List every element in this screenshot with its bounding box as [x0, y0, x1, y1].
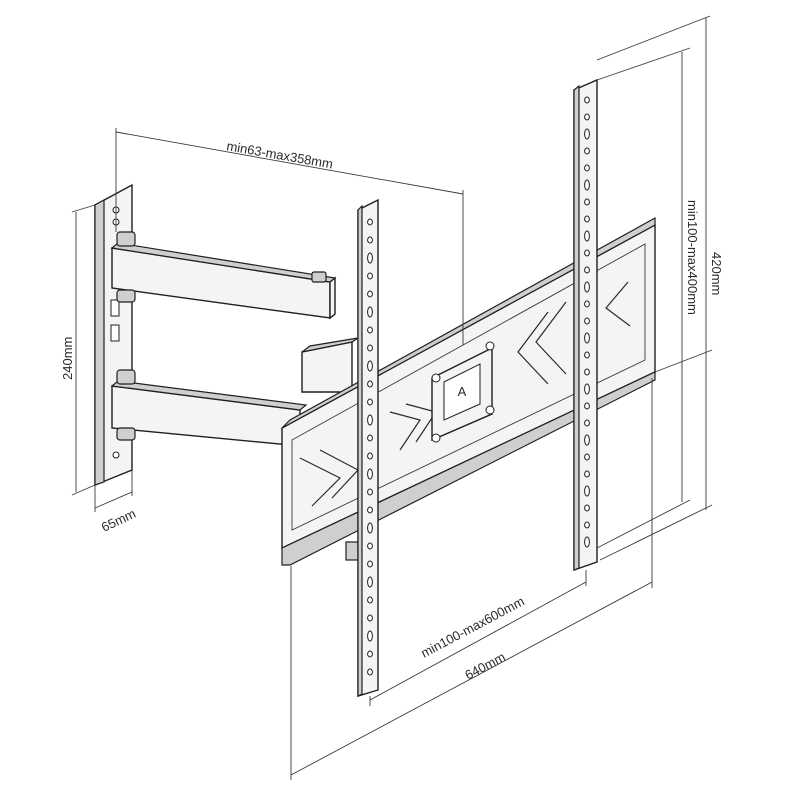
label-bracket-height: 420mm	[709, 252, 724, 295]
mounting-slot	[584, 434, 590, 446]
right-vertical-strap	[573, 78, 598, 571]
mounting-slot	[367, 326, 373, 334]
mounting-slot	[367, 576, 373, 588]
mounting-slot	[584, 351, 590, 359]
mounting-slot	[584, 504, 590, 512]
mounting-slot	[367, 506, 373, 514]
mounting-slot	[367, 360, 373, 372]
mounting-slot	[584, 368, 590, 376]
mounting-slot	[584, 230, 590, 242]
mounting-slot	[367, 452, 373, 460]
pivot-block	[301, 337, 359, 393]
mounting-slot	[584, 179, 590, 191]
mounting-slot	[367, 596, 373, 604]
mounting-slot	[367, 488, 373, 496]
mounting-slot	[584, 128, 590, 140]
mounting-slot	[584, 536, 590, 548]
mounting-slot	[367, 272, 373, 280]
lower-arm	[110, 369, 308, 447]
left-vertical-strap	[357, 198, 379, 697]
mounting-slot	[584, 383, 590, 395]
mounting-slot	[367, 306, 373, 318]
mounting-slot	[367, 560, 373, 568]
mounting-slot	[584, 113, 590, 121]
svg-text:A: A	[458, 384, 467, 399]
mounting-slot	[584, 453, 590, 461]
mounting-slot	[584, 215, 590, 223]
mounting-slot	[584, 419, 590, 427]
mounting-slot	[584, 198, 590, 206]
mounting-slot	[584, 147, 590, 155]
mounting-slot	[367, 650, 373, 658]
label-bracket-width: 640mm	[462, 649, 507, 683]
label-wall-plate-width: 65mm	[99, 506, 138, 535]
mounting-slot	[584, 266, 590, 274]
mounting-slot	[584, 300, 590, 308]
mounting-slot	[584, 470, 590, 478]
mounting-slot	[367, 522, 373, 534]
mounting-slot	[584, 96, 590, 104]
dimension-vesa-horizontal: min100-max600mm	[369, 570, 587, 706]
dimension-wall-plate-height: 240mm	[60, 204, 96, 496]
mounting-slot	[367, 614, 373, 622]
mounting-slot	[367, 434, 373, 442]
mounting-slot	[367, 630, 373, 642]
mounting-slot	[367, 380, 373, 388]
dimension-bracket-height: 420mm	[596, 15, 724, 561]
label-wall-plate-height: 240mm	[60, 337, 75, 380]
mounting-slot	[367, 668, 373, 676]
upper-arm	[110, 231, 337, 320]
mounting-slot	[367, 398, 373, 406]
mounting-slot	[367, 542, 373, 550]
mounting-slot	[584, 281, 590, 293]
mounting-slot	[367, 252, 373, 264]
label-vesa-horizontal: min100-max600mm	[418, 593, 526, 660]
mounting-slot	[367, 236, 373, 244]
mounting-slot	[584, 249, 590, 257]
mounting-slot	[584, 485, 590, 497]
mounting-slot	[584, 402, 590, 410]
mounting-slot	[584, 164, 590, 172]
label-vesa-vertical: min100-max400mm	[685, 200, 700, 315]
label-arm-extension: min63-max358mm	[225, 138, 334, 171]
mounting-slot	[367, 468, 373, 480]
mounting-slot	[584, 332, 590, 344]
mounting-slot	[367, 218, 373, 226]
mounting-slot	[584, 521, 590, 529]
dimension-vesa-vertical: min100-max400mm	[596, 47, 700, 549]
mounting-slot	[367, 344, 373, 352]
mounting-slot	[367, 414, 373, 426]
mounting-slot	[367, 290, 373, 298]
mounting-slot	[584, 317, 590, 325]
